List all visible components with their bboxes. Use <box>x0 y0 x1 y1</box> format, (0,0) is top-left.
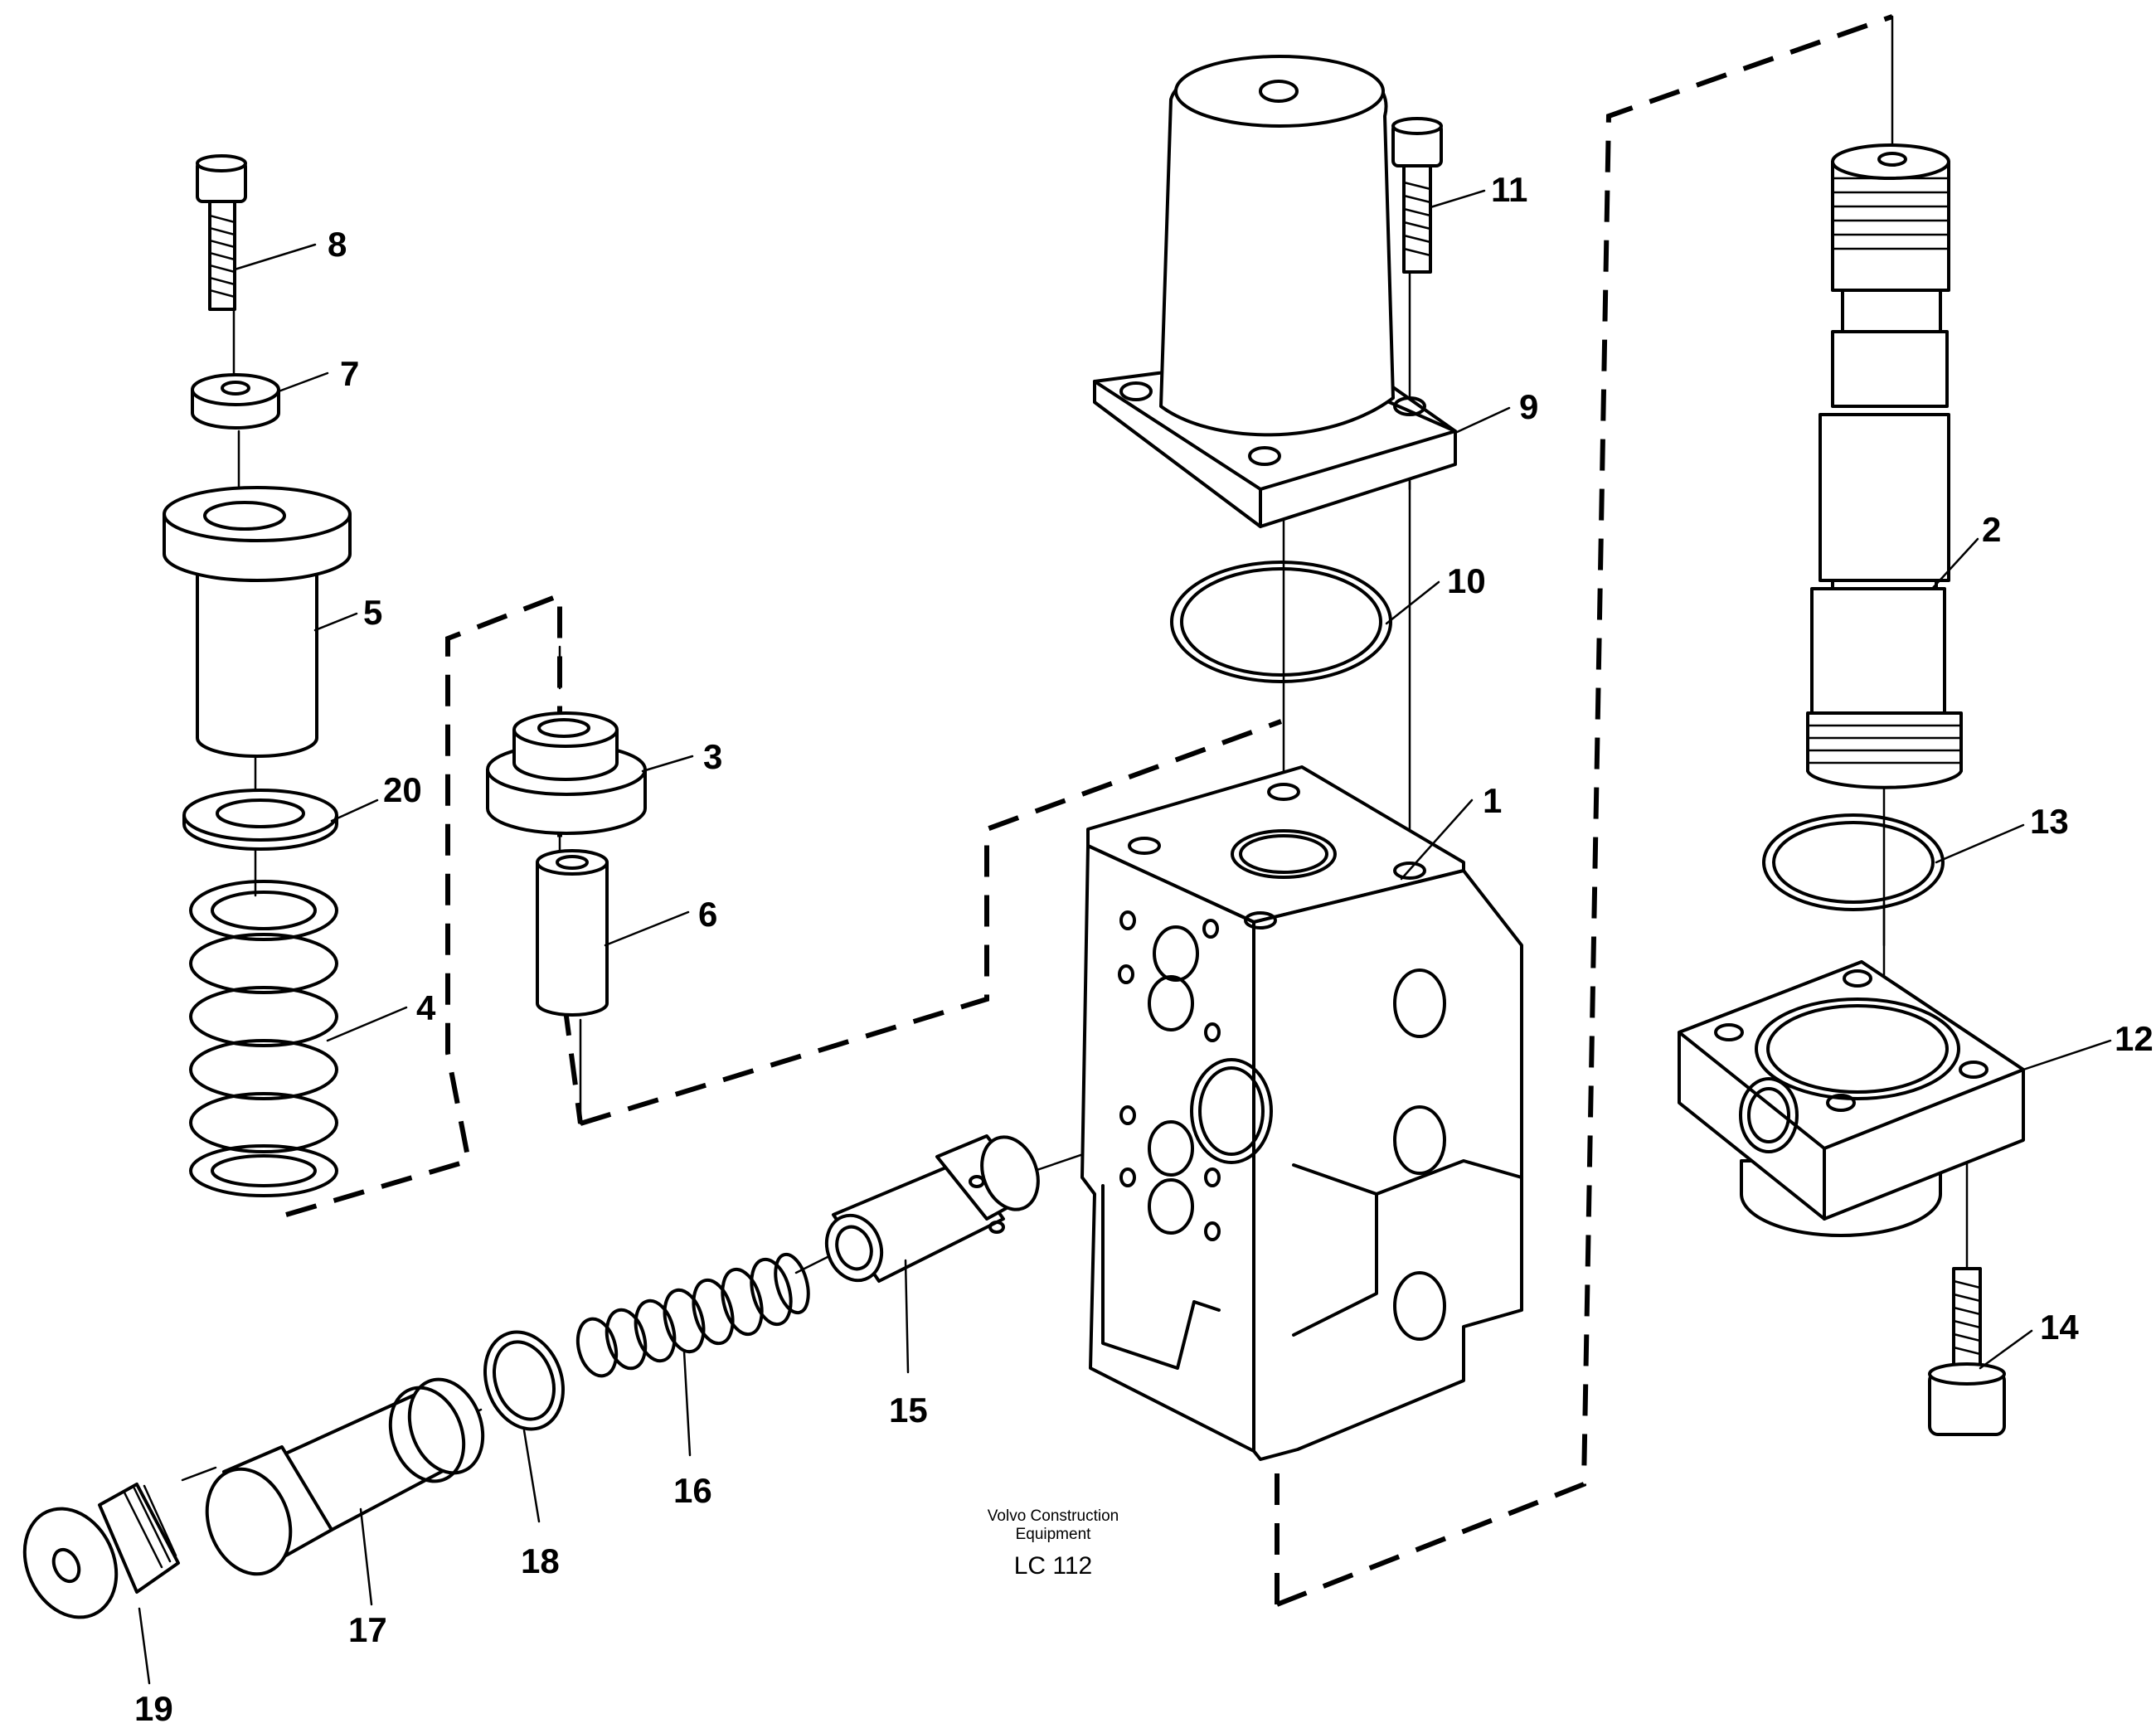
callout-9: 9 <box>1519 387 1539 426</box>
part-16-compression-spring <box>575 1252 810 1378</box>
part-19-plug <box>22 1483 180 1619</box>
part-9-cover <box>1093 55 1457 528</box>
callout-1: 1 <box>1483 781 1503 820</box>
callout-7: 7 <box>340 354 360 393</box>
part-17-plunger <box>205 1377 485 1576</box>
callout-4: 4 <box>416 988 436 1027</box>
callout-11: 11 <box>1491 170 1528 209</box>
callout-14: 14 <box>2040 1308 2079 1347</box>
part-18-o-ring <box>483 1330 566 1431</box>
part-2-valve-spool <box>1806 143 1963 789</box>
caption-company-line2: Equipment <box>1015 1526 1091 1543</box>
callout-18: 18 <box>521 1541 560 1580</box>
figure-caption: Volvo Construction Equipment LC 112 <box>945 1507 1161 1580</box>
callout-20: 20 <box>383 770 422 809</box>
caption-company-line1: Volvo Construction <box>987 1507 1119 1525</box>
callout-12: 12 <box>2115 1019 2154 1058</box>
part-15-piston <box>824 1134 1040 1283</box>
callout-17: 17 <box>348 1610 387 1649</box>
callout-16: 16 <box>673 1471 712 1510</box>
part-14-screw <box>1928 1267 2006 1436</box>
part-6-bushing <box>536 849 609 1017</box>
part-5-sleeve <box>163 486 352 758</box>
caption-code: LC 112 <box>1013 1552 1093 1580</box>
callout-13: 13 <box>2030 802 2069 841</box>
part-20-washer <box>182 789 338 851</box>
callout-19: 19 <box>134 1689 173 1728</box>
part-10-o-ring <box>1170 561 1392 683</box>
part-1-valve-body <box>1080 765 1523 1461</box>
callout-6: 6 <box>698 895 718 934</box>
part-11-screw <box>1391 117 1443 274</box>
callout-15: 15 <box>889 1391 928 1429</box>
callout-2: 2 <box>1982 510 2002 549</box>
part-12-flange <box>1678 960 2025 1237</box>
leader-lines <box>138 189 2112 1685</box>
callout-3: 3 <box>703 737 723 776</box>
part-13-o-ring <box>1762 813 1945 911</box>
callout-10: 10 <box>1447 561 1486 600</box>
part-4-coil-spring <box>189 880 338 1197</box>
callout-5: 5 <box>363 593 383 632</box>
callout-8: 8 <box>328 225 347 264</box>
part-3-spring-seat <box>486 711 647 835</box>
part-8-screw <box>196 154 247 311</box>
part-7-washer <box>191 373 280 430</box>
